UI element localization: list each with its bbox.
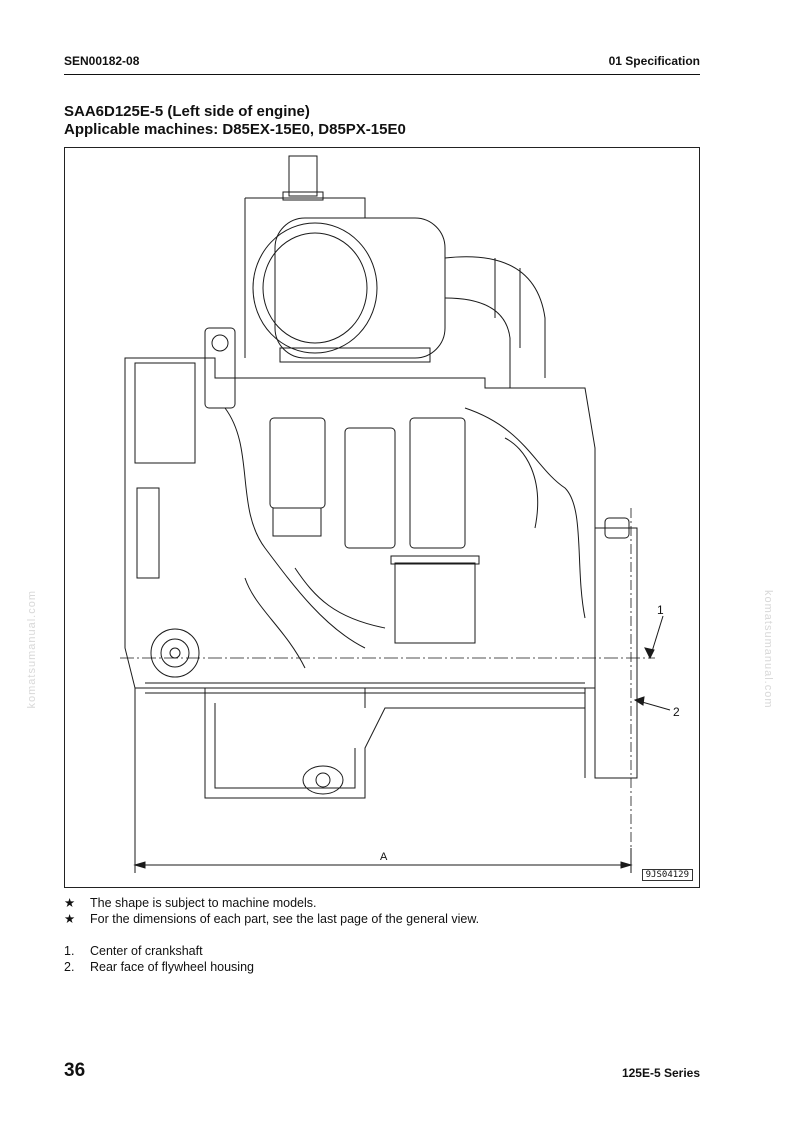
legend-item: 2. Rear face of flywheel housing	[64, 959, 254, 975]
page-number: 36	[64, 1060, 86, 1081]
document-code: SEN00182-08	[64, 54, 140, 68]
star-icon: ★	[64, 896, 76, 910]
notes-list: ★ The shape is subject to machine models…	[64, 895, 479, 927]
figure-id: 9JS04129	[641, 869, 693, 881]
star-icon: ★	[64, 912, 76, 926]
legend-text: Center of crankshaft	[90, 944, 203, 958]
legend-list: 1. Center of crankshaft 2. Rear face of …	[64, 943, 254, 975]
watermark-right: komatsumanual.com	[762, 590, 774, 709]
callout-2: 2	[673, 705, 680, 719]
legend-item: 1. Center of crankshaft	[64, 943, 254, 959]
page-title: SAA6D125E-5 (Left side of engine)	[64, 103, 310, 120]
engine-line-drawing	[120, 155, 671, 873]
dimension-label-a: A	[380, 851, 388, 863]
watermark-left: komatsumanual.com	[26, 590, 38, 709]
engine-drawing-figure: 1 2 A 9JS04129	[64, 147, 700, 888]
legend-number: 2.	[64, 960, 75, 974]
header-rule	[64, 74, 700, 75]
series-label: 125E-5 Series	[621, 1066, 700, 1080]
section-title: 01 Specification	[608, 54, 700, 68]
legend-text: Rear face of flywheel housing	[90, 960, 254, 974]
applicable-machines: Applicable machines: D85EX-15E0, D85PX-1…	[64, 121, 406, 138]
note-item: ★ The shape is subject to machine models…	[64, 895, 479, 911]
callout-1: 1	[657, 603, 664, 617]
note-text: For the dimensions of each part, see the…	[90, 912, 480, 926]
note-text: The shape is subject to machine models.	[90, 896, 317, 910]
note-item: ★ For the dimensions of each part, see t…	[64, 911, 479, 927]
legend-number: 1.	[64, 944, 75, 958]
